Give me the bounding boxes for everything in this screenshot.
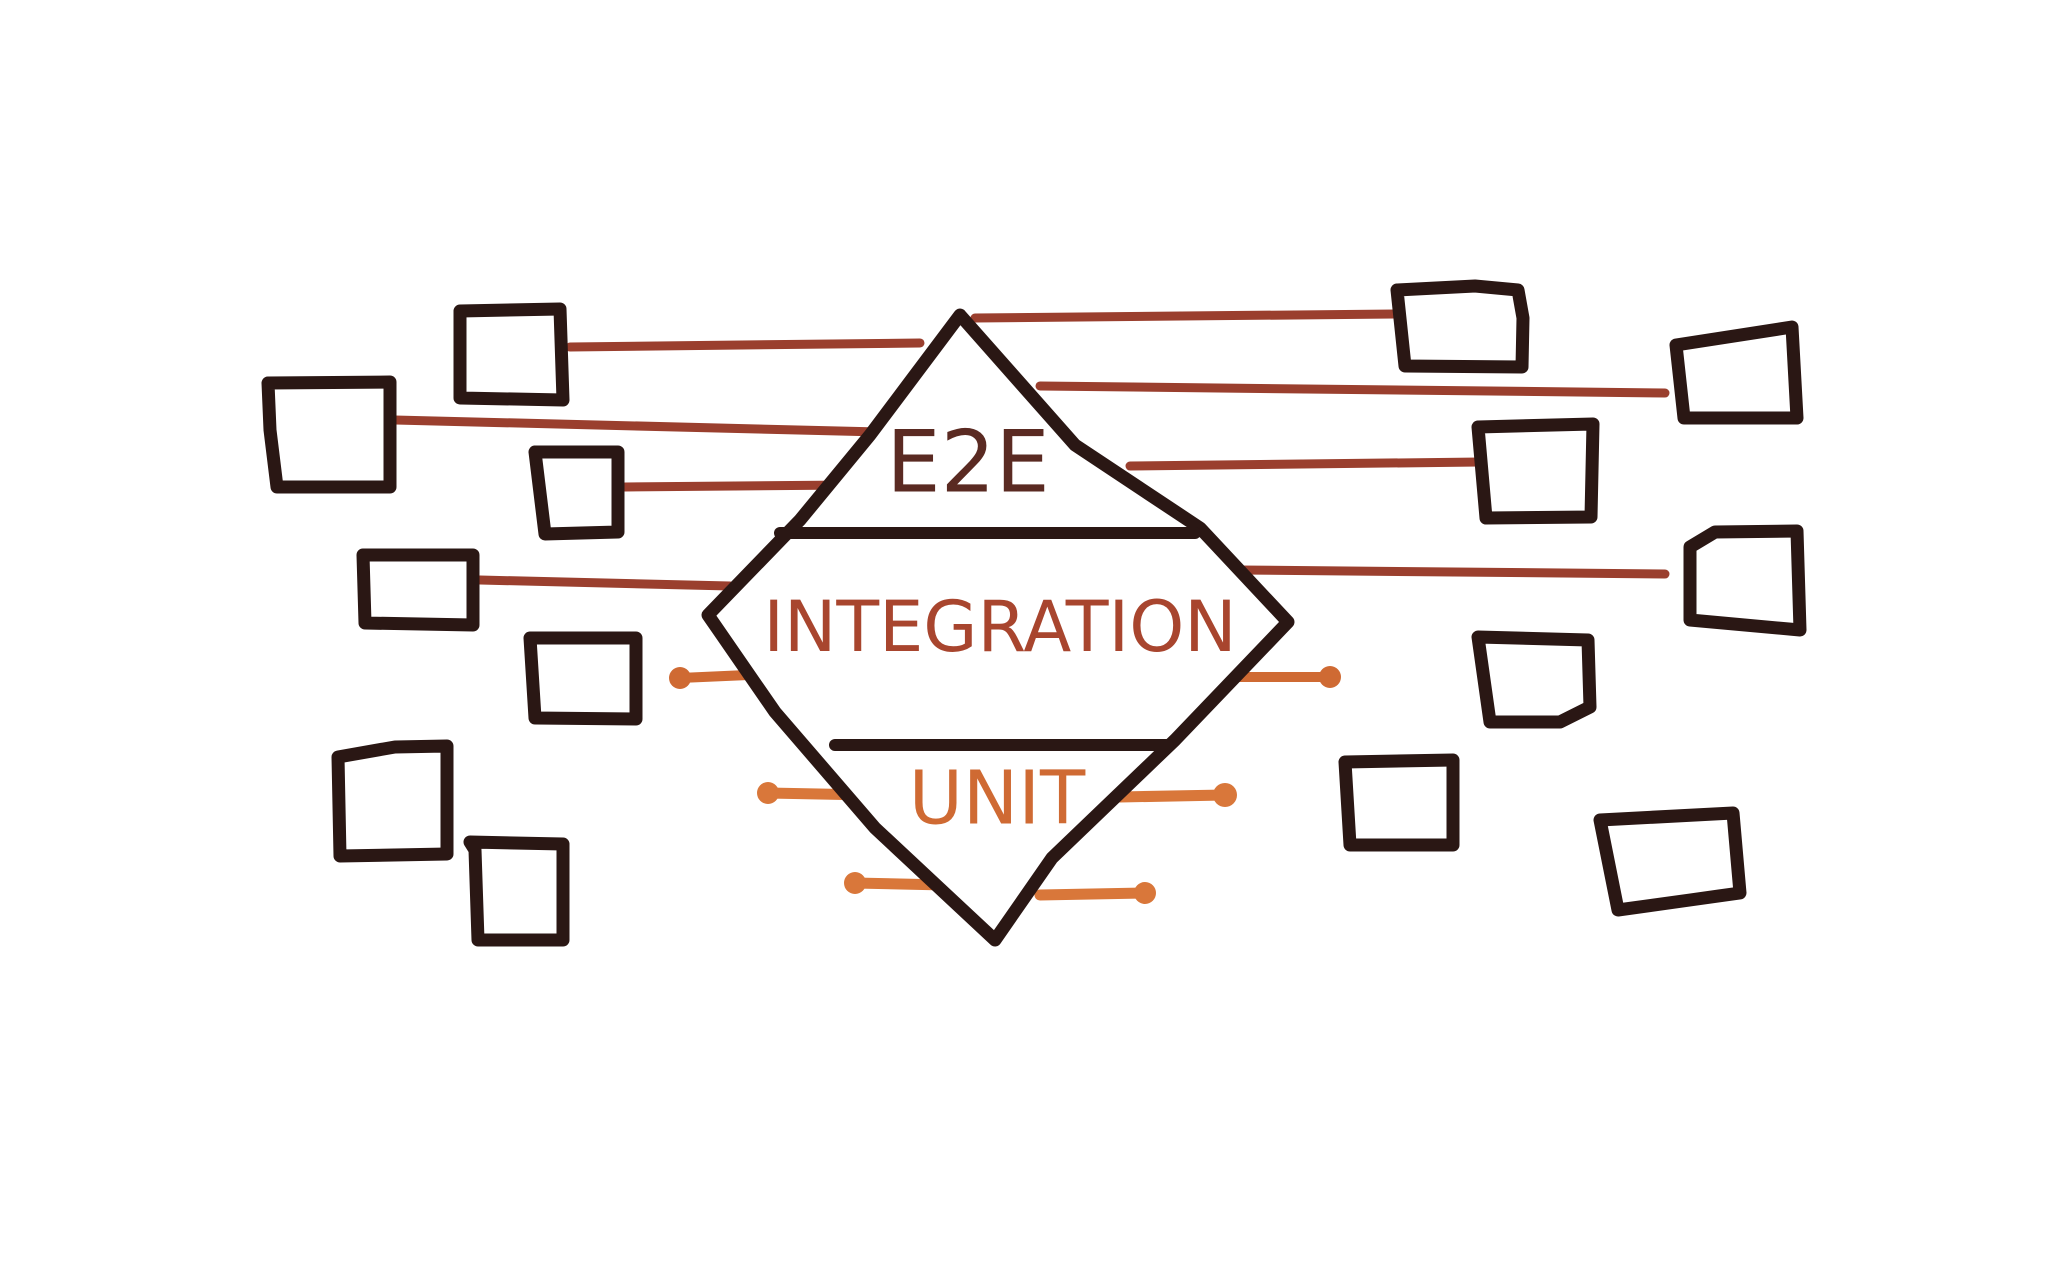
integration-connector-dot (669, 667, 691, 689)
unit-connector-dot (844, 872, 866, 894)
e2e-connector-line (390, 415, 885, 437)
e2e-connector-line (475, 575, 735, 591)
right-components (1338, 279, 1807, 917)
unit-connectors (757, 782, 1237, 904)
e2e-label: E2E (886, 412, 1049, 512)
component-box (331, 739, 454, 863)
left-components (261, 302, 643, 947)
component-box (1683, 524, 1807, 637)
component-box (1669, 320, 1804, 425)
e2e-connector-line (1035, 381, 1670, 398)
unit-connector-dot (1134, 882, 1156, 904)
component-box (356, 548, 480, 632)
component-box (453, 302, 570, 407)
unit-label: UNIT (909, 756, 1086, 842)
e2e-connector-line (1125, 457, 1485, 471)
component-box (1471, 630, 1597, 729)
component-box (261, 375, 397, 494)
component-box (523, 631, 643, 726)
diamond-outline (701, 308, 1295, 947)
unit-connector-line (1114, 789, 1231, 803)
e2e-connector-line (970, 309, 1400, 323)
integration-connector-dot (1319, 666, 1341, 688)
unit-connector-dot (1213, 783, 1237, 807)
component-box (528, 445, 625, 541)
e2e-connectors (390, 309, 1670, 591)
integration-label: INTEGRATION (763, 586, 1236, 668)
component-box (463, 835, 570, 947)
unit-connector-line (1034, 887, 1151, 901)
e2e-connector-line (565, 338, 925, 352)
component-box (1593, 806, 1747, 917)
e2e-connector-line (620, 480, 855, 492)
test-pyramid-diamond: E2E INTEGRATION UNIT (701, 308, 1295, 947)
component-box (1471, 417, 1600, 525)
component-box (1390, 279, 1530, 374)
unit-connector-dot (757, 782, 779, 804)
e2e-connector-line (1235, 565, 1670, 579)
component-box (1338, 753, 1460, 852)
